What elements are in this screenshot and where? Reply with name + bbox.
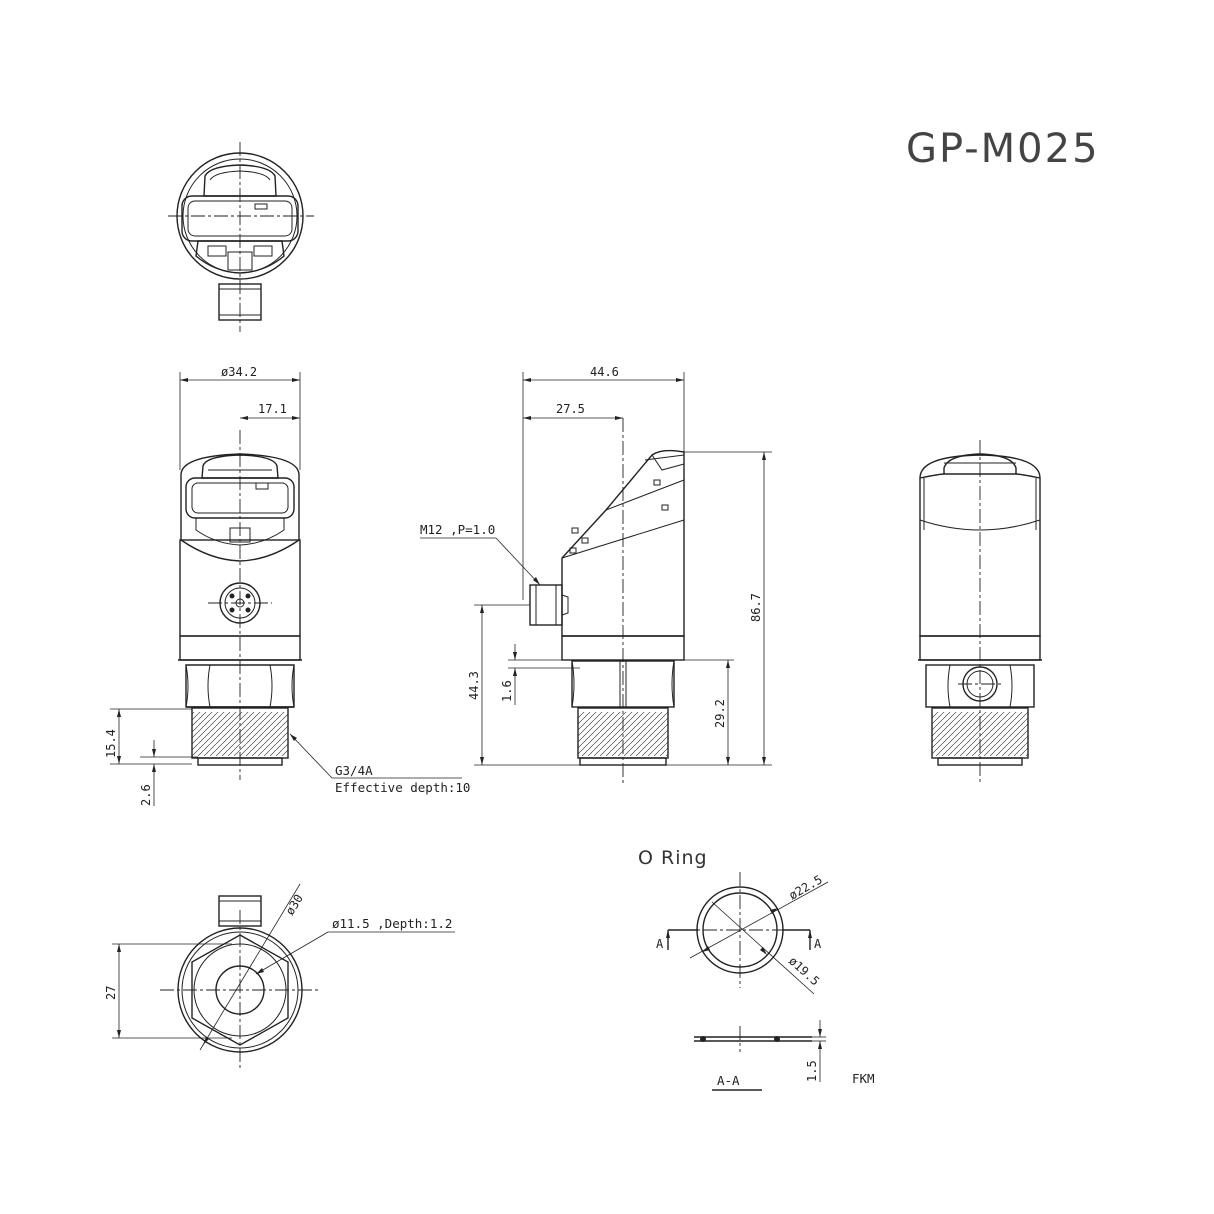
- rear-view: [918, 440, 1042, 782]
- dim-total-height: 86.7: [749, 593, 763, 622]
- section-mark-left: A: [656, 937, 664, 951]
- bore-note: ø11.5 ,Depth:1.2: [332, 916, 452, 931]
- thread-note-spec: G3/4A: [335, 763, 373, 778]
- dim-step: 1.6: [500, 680, 514, 702]
- dim-width: ø34.2: [221, 365, 257, 379]
- dim-thickness: 1.5: [805, 1060, 819, 1082]
- dim-inner-diameter: ø19.5: [786, 954, 822, 989]
- material-label: FKM: [852, 1071, 875, 1086]
- thread-note-depth: Effective depth:10: [335, 780, 470, 795]
- dim-across-corners: ø30: [283, 892, 306, 918]
- connector-note: M12 ,P=1.0: [420, 522, 495, 537]
- model-title: GP-M025: [906, 126, 1100, 172]
- dim-hex-height: 15.4: [104, 729, 118, 758]
- dim-thread-height: 2.6: [139, 784, 153, 806]
- bottom-view: 27 ø30 ø11.5 ,Depth:1.2: [104, 883, 455, 1068]
- section-label: A-A: [717, 1073, 740, 1088]
- o-ring-heading: O Ring: [638, 847, 708, 869]
- dim-half-width: 17.1: [258, 402, 287, 416]
- dim-outer-diameter: ø22.5: [787, 872, 825, 902]
- dim-across-flats: 27: [104, 986, 118, 1000]
- dim-connector-offset: 27.5: [556, 402, 585, 416]
- o-ring-detail: O Ring A A ø22.5 ø19.5 1.5: [638, 847, 875, 1091]
- dim-lower-height: 29.2: [713, 699, 727, 728]
- side-view: 44.6 27.5 86.7 29.2 44.3 1.6: [420, 365, 772, 786]
- front-view: ø34.2 17.1 15.4 2.6 G3/4A Effective dept…: [104, 365, 470, 806]
- section-mark-right: A: [814, 937, 822, 951]
- dim-depth: 44.6: [590, 365, 619, 379]
- dim-connector-height: 44.3: [467, 671, 481, 700]
- top-view: [168, 142, 314, 332]
